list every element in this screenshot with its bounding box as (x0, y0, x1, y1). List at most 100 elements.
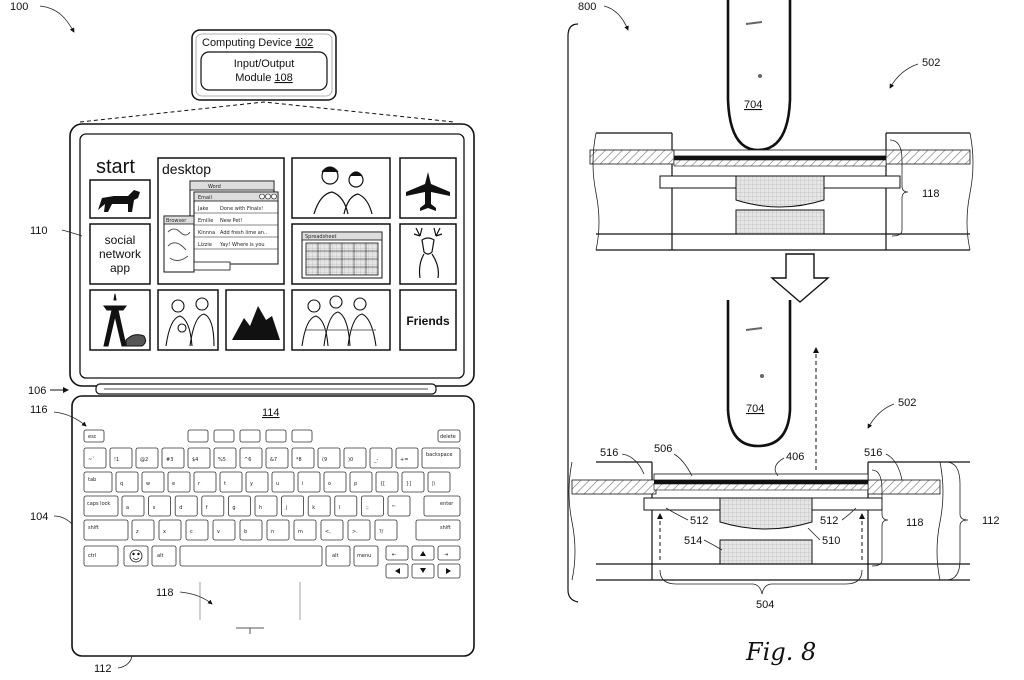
home-row-key-9[interactable] (360, 495, 384, 517)
qwerty-row-key-0[interactable] (115, 471, 139, 493)
tab-key[interactable] (83, 471, 113, 493)
qwerty-row-key-5[interactable] (245, 471, 269, 493)
svg-text:caps lock: caps lock (87, 501, 110, 507)
shift-row-key-0[interactable] (131, 519, 155, 541)
media-key-5[interactable] (291, 429, 313, 443)
home-row-key-4[interactable] (227, 495, 251, 517)
number-row-key-label-8: *8 (296, 457, 302, 463)
number-row-key-6[interactable] (239, 447, 263, 469)
shift-row-key-8[interactable] (347, 519, 371, 541)
qwerty-row-key-11[interactable] (401, 471, 425, 493)
svg-text:⇤: ⇤ (392, 552, 396, 558)
shift-row-key-label-6: m (298, 529, 303, 535)
media-key-2[interactable] (213, 429, 235, 443)
number-row-key-11[interactable] (369, 447, 393, 469)
home-row-key-7[interactable] (307, 495, 331, 517)
number-row-key-3[interactable] (161, 447, 185, 469)
keyboard-function-row: esc delete (83, 429, 461, 443)
space-needle-icon (103, 293, 147, 347)
number-row-key-2[interactable] (135, 447, 159, 469)
shift-row-key-2[interactable] (185, 519, 209, 541)
home-row-key-5[interactable] (254, 495, 278, 517)
trackpad[interactable] (199, 582, 301, 634)
space-bar[interactable] (179, 545, 323, 567)
qwerty-row-key-7[interactable] (297, 471, 321, 493)
home-row-key-0[interactable] (121, 495, 145, 517)
home-row-key-label-8: l (339, 505, 340, 511)
number-row-key-5[interactable] (213, 447, 237, 469)
group-photo-tile[interactable] (291, 289, 391, 351)
caps-lock-key[interactable] (83, 495, 119, 517)
group-photo-icon (301, 295, 377, 347)
qwerty-row-key-6[interactable] (271, 471, 295, 493)
shift-row-key-1[interactable] (158, 519, 182, 541)
esc-key[interactable] (83, 429, 105, 443)
qwerty-row-key-10[interactable] (375, 471, 399, 493)
qwerty-row-key-2[interactable] (167, 471, 191, 493)
couple-tile[interactable] (291, 157, 391, 219)
ref-704-bottom: 704 (746, 403, 764, 415)
number-row-key-0[interactable] (83, 447, 107, 469)
number-row-key-4[interactable] (187, 447, 211, 469)
delete-key[interactable] (437, 429, 461, 443)
right-alt-key[interactable] (325, 545, 351, 567)
qwerty-row-key-label-8: o (328, 481, 331, 487)
qwerty-row-key-1[interactable] (141, 471, 165, 493)
home-row-key-6[interactable] (281, 495, 305, 517)
left-alt-key[interactable] (151, 545, 177, 567)
keyboard-number-row: ~`!1@2#3$4%5^6&7*8(9)0_-+= (83, 447, 419, 469)
svg-text:Yay! Where is you: Yay! Where is you (219, 242, 265, 248)
family-tile[interactable] (157, 289, 219, 351)
ref-504: 504 (756, 599, 774, 611)
number-row-key-10[interactable] (343, 447, 367, 469)
qwerty-row-key-9[interactable] (349, 471, 373, 493)
ctrl-key[interactable] (83, 545, 119, 567)
shift-row-key-9[interactable] (374, 519, 398, 541)
qwerty-row-key-4[interactable] (219, 471, 243, 493)
left-figure: 100 Computing Device 102 Input/Output Mo… (10, 1, 475, 675)
social-network-tile[interactable] (89, 223, 151, 285)
number-row-key-label-9: (9 (322, 457, 327, 463)
ref-704-top: 704 (744, 99, 762, 111)
shift-row-key-label-2: c (190, 529, 193, 535)
io-module-line1: Input/Output (234, 58, 295, 70)
number-row-key-1[interactable] (109, 447, 133, 469)
shift-row-key-6[interactable] (293, 519, 317, 541)
qwerty-row-key-3[interactable] (193, 471, 217, 493)
media-key-1[interactable] (187, 429, 209, 443)
home-row-key-1[interactable] (148, 495, 172, 517)
backspace-key[interactable] (421, 447, 461, 469)
svg-text:⇥: ⇥ (444, 552, 448, 558)
menu-key[interactable] (353, 545, 379, 567)
qwerty-row-key-8[interactable] (323, 471, 347, 493)
end-key[interactable] (437, 545, 461, 561)
number-row-key-9[interactable] (317, 447, 341, 469)
media-key-4[interactable] (265, 429, 287, 443)
shift-row-key-label-0: z (136, 529, 139, 535)
right-shift-key[interactable] (415, 519, 461, 541)
qwerty-row-key-12[interactable] (427, 471, 451, 493)
shift-row-key-4[interactable] (239, 519, 263, 541)
ref-516-left: 516 (600, 447, 618, 459)
friends-tile[interactable] (399, 289, 457, 351)
home-row-key-8[interactable] (334, 495, 358, 517)
svg-text:esc: esc (88, 434, 97, 440)
shift-row-key-3[interactable] (212, 519, 236, 541)
number-row-key-7[interactable] (265, 447, 289, 469)
shift-row-key-7[interactable] (320, 519, 344, 541)
number-row-key-12[interactable] (395, 447, 419, 469)
home-key[interactable] (385, 545, 409, 561)
home-row-key-2[interactable] (174, 495, 198, 517)
desktop-windows: Word Email Jake Done with Finals! Emilie… (163, 180, 279, 273)
bottom-layer-stack (568, 461, 970, 595)
spreadsheet-window: Spreadsheet (301, 231, 383, 279)
number-row-key-8[interactable] (291, 447, 315, 469)
shift-row-key-5[interactable] (266, 519, 290, 541)
media-key-3[interactable] (239, 429, 261, 443)
home-row-key-3[interactable] (201, 495, 225, 517)
smiley-key[interactable] (123, 545, 149, 567)
ref-118-bottom: 118 (906, 517, 924, 529)
home-row-key-10[interactable] (387, 495, 411, 517)
enter-key[interactable] (423, 495, 461, 517)
left-shift-key[interactable] (83, 519, 129, 541)
